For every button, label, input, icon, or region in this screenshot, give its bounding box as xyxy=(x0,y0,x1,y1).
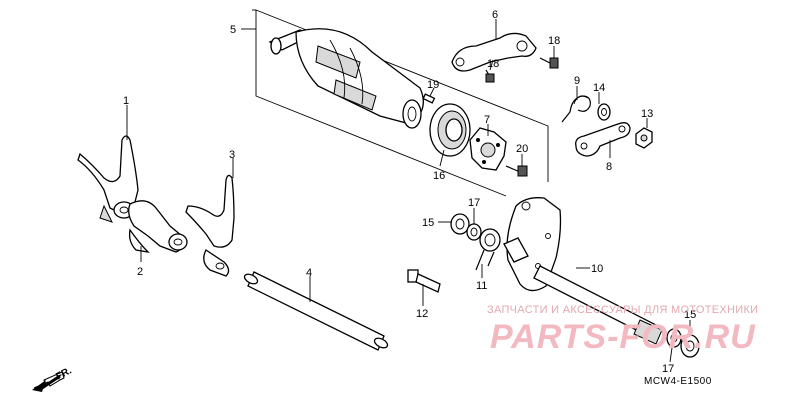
label-part-9: 9 xyxy=(574,75,580,87)
bolt-18-b xyxy=(485,69,495,83)
watermark-brand: PARTS-FOR.RU xyxy=(490,318,756,356)
label-part-4: 4 xyxy=(306,267,312,279)
collar-14 xyxy=(597,103,611,121)
watermark-tagline: ЗАПЧАСТИ И АКСЕССУАРЫ ДЛЯ МОТОТЕХНИКИ xyxy=(487,304,759,316)
dowel-pin xyxy=(422,93,436,104)
label-part-15-upper: 15 xyxy=(422,217,434,229)
label-part-15-lower: 15 xyxy=(684,309,696,321)
bolt-20 xyxy=(505,165,528,177)
washer-15-lower xyxy=(680,334,700,358)
label-part-2: 2 xyxy=(137,266,143,278)
label-part-8: 8 xyxy=(606,161,612,173)
diagram-code: MCW4-E1500 xyxy=(644,376,712,387)
label-part-7: 7 xyxy=(484,114,490,126)
label-part-17-lower: 17 xyxy=(662,363,674,375)
label-part-17-upper: 17 xyxy=(468,197,480,209)
label-part-12: 12 xyxy=(416,308,428,320)
shift-drum xyxy=(268,28,424,129)
leader-lines xyxy=(126,19,691,363)
label-part-16: 16 xyxy=(433,170,445,182)
gearshift-spindle xyxy=(503,197,663,345)
label-part-18-a: 18 xyxy=(548,35,560,47)
front-direction-arrow: FR. xyxy=(32,365,74,392)
label-part-19: 19 xyxy=(427,79,439,91)
label-part-5: 5 xyxy=(230,24,236,36)
part-number-labels: 1 2 3 4 5 6 7 8 9 10 11 12 13 14 15 15 1… xyxy=(123,9,696,375)
bolt-18-a xyxy=(539,57,559,69)
shift-fork-2 xyxy=(128,200,188,253)
label-part-20: 20 xyxy=(516,143,528,155)
label-part-13: 13 xyxy=(641,108,653,120)
washer-15-upper xyxy=(450,213,470,235)
collar-17-lower xyxy=(666,328,682,348)
bolt-13 xyxy=(635,127,653,149)
fork-shaft xyxy=(243,271,389,351)
label-part-3: 3 xyxy=(229,149,235,161)
collar-17-upper xyxy=(466,223,482,241)
label-part-1: 1 xyxy=(123,95,129,107)
bearing xyxy=(429,103,471,157)
stopper-plate xyxy=(451,32,537,72)
shift-fork-3 xyxy=(185,174,235,277)
stopper-arm xyxy=(575,122,631,157)
return-spring-11 xyxy=(475,228,501,271)
label-part-10: 10 xyxy=(591,263,603,275)
bolt-12 xyxy=(407,269,441,293)
return-spring-9 xyxy=(561,95,591,123)
label-part-6: 6 xyxy=(492,9,498,21)
shift-drum-center xyxy=(469,127,507,171)
label-part-14: 14 xyxy=(593,82,605,94)
label-part-18-b: 18 xyxy=(487,58,499,70)
shift-drum-assembly-outline xyxy=(252,9,549,197)
label-part-11: 11 xyxy=(476,280,487,292)
front-direction-label: FR. xyxy=(54,365,74,382)
